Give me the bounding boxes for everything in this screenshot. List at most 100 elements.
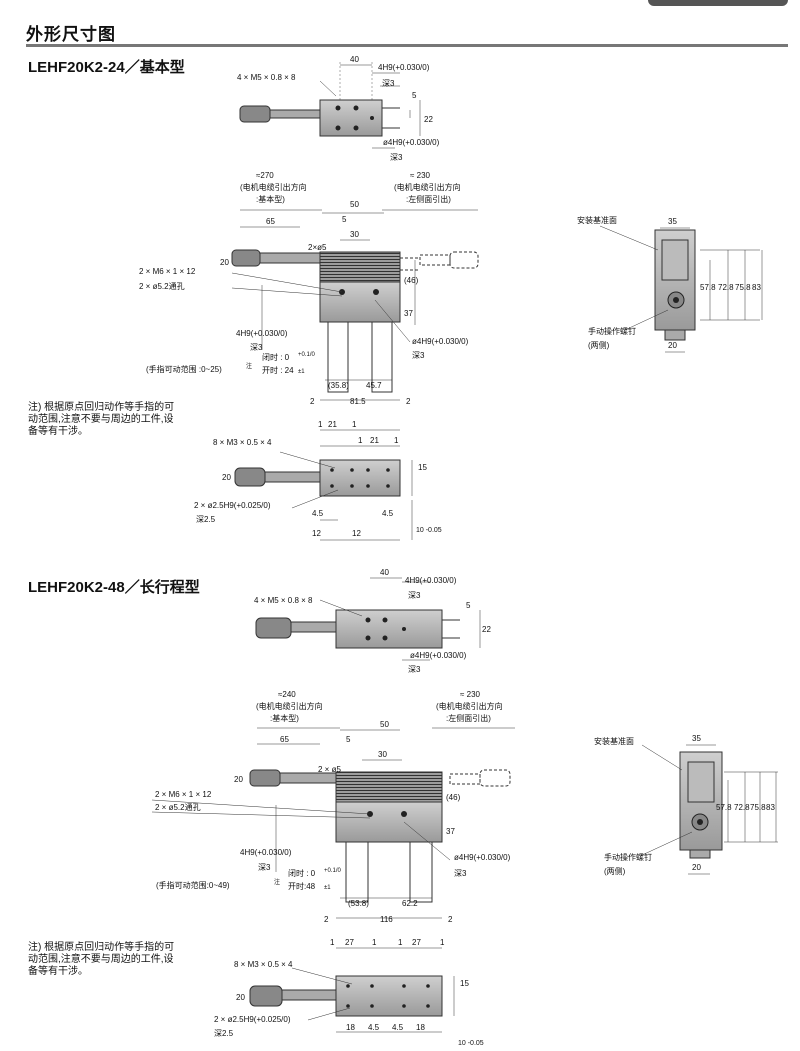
dim-5: 5 [342, 215, 347, 224]
dim-35: 35 [692, 734, 701, 743]
dim-50: 50 [380, 720, 389, 729]
title-rule [26, 44, 788, 47]
dim-phi4: ø4H9(+0.030/0) [454, 853, 511, 862]
label-base: 安装基准面 [577, 215, 617, 225]
dim-4h9: 4H9(+0.030/0) [378, 63, 430, 72]
dim-20: 20 [222, 473, 231, 482]
dim-37: 37 [404, 309, 413, 318]
dim-728: 72.8 [718, 283, 734, 292]
open-tol: ±1 [324, 885, 331, 891]
dim-20: 20 [220, 258, 229, 267]
bottom-view-24: 8 × M3 × 0.5 × 4 1 21 1 1 21 1 20 15 2 ×… [194, 420, 442, 541]
dim-27a: 27 [345, 938, 354, 947]
cable-left-note1: (电机电缆引出方向 [240, 182, 307, 192]
side-view-48: 安装基准面 35 57.8 72.8 75.8 83 手动操作螺钉 (两侧) 2… [594, 734, 778, 876]
cable-right: ≈ 230 [460, 690, 481, 699]
dim-2r: 2 [448, 915, 453, 924]
dim-46: (46) [446, 793, 461, 802]
dim-45: 4.5 [312, 509, 324, 518]
bottom-view-48: 8 × M3 × 0.5 × 4 1 27 1 1 27 1 20 15 2 ×… [214, 938, 484, 1047]
dim-578: 57.8 [700, 283, 716, 292]
closed: 闭时 : 0 [288, 868, 316, 878]
dim-358: (35.8) [328, 381, 349, 390]
note-48: 注) 根据原点回归动作等手指的可动范围,注意不要与周边的工件,设备等有干涉。 [28, 942, 175, 977]
dim-2phi5: 2 × ø5 [318, 765, 341, 774]
page-title: 外形尺寸图 [26, 25, 116, 44]
front-view-48: ≈240 (电机电缆引出方向 :基本型) ≈ 230 (电机电缆引出方向 :左侧… [151, 690, 515, 924]
dim-27b: 27 [412, 938, 421, 947]
dim-m3: 8 × M3 × 0.5 × 4 [213, 438, 272, 447]
model-name: LEHF20K2-48 [28, 579, 125, 596]
dim-10: 10 -0.05 [416, 527, 442, 534]
dim-1d: 1 [440, 938, 445, 947]
dim-578: 57.8 [716, 803, 732, 812]
dim-83: 83 [766, 803, 775, 812]
dim-40: 40 [380, 568, 389, 577]
closed-tol: +0.1/0 [324, 868, 342, 874]
dim-1c: 1 [398, 938, 403, 947]
note-24: 注) 根据原点回归动作等手指的可动范围,注意不要与周边的工件,设备等有干涉。 [28, 402, 175, 437]
open-tol: ±1 [298, 369, 305, 375]
dim-728: 72.8 [734, 803, 750, 812]
dim-46: (46) [404, 276, 419, 285]
open: 开时 : 24 [262, 365, 294, 375]
dim-758: 75.8 [750, 803, 766, 812]
dim-deep3v: 深3 [258, 863, 271, 872]
front-view-24: ≈270 (电机电缆引出方向 :基本型) ≈ 230 (电机电缆引出方向 :左侧… [139, 171, 479, 406]
dim-deep3v: 深3 [250, 343, 263, 352]
screw-label: 手动操作螺钉 [604, 852, 652, 862]
dim-45b: 4.5 [392, 1023, 404, 1032]
dim-deep3b: 深3 [408, 665, 421, 674]
top-view-48: 40 4 × M5 × 0.8 × 8 4H9(+0.030/0) 深3 5 2… [254, 568, 491, 674]
dim-4h9v: 4H9(+0.030/0) [240, 848, 292, 857]
dim-tap: 4 × M5 × 0.8 × 8 [237, 73, 296, 82]
section-title-48: LEHF20K2-48／长行程型 [28, 576, 200, 597]
dim-45a: 4.5 [368, 1023, 380, 1032]
dim-phi25: 2 × ø2.5H9(+0.025/0) [214, 1015, 291, 1024]
corner-tab [648, 0, 788, 6]
dim-2phi5: 2×ø5 [308, 243, 327, 252]
dim-30: 30 [350, 230, 359, 239]
cable-left: ≈270 [256, 171, 274, 180]
dim-5: 5 [346, 735, 351, 744]
dim-1d: 1 [394, 436, 399, 445]
dim-758: 75.8 [735, 283, 751, 292]
dim-83: 83 [752, 283, 761, 292]
cable-right: ≈ 230 [410, 171, 431, 180]
dim-45b: 4.5 [382, 509, 394, 518]
dim-1b: 1 [352, 420, 357, 429]
dim-2r: 2 [406, 397, 411, 406]
dim-30: 30 [378, 750, 387, 759]
cable-right-note1: (电机电缆引出方向 [436, 701, 503, 711]
dim-20: 20 [668, 341, 677, 350]
dim-20: 20 [236, 993, 245, 1002]
dim-phi52: 2 × ø5.2通孔 [139, 281, 185, 291]
top-view-24: 40 4 × M5 × 0.8 × 8 4H9(+0.030/0) 深3 5 2… [237, 55, 440, 162]
dim-622: 62.2 [402, 899, 418, 908]
dim-1b: 1 [372, 938, 377, 947]
dim-1a: 1 [318, 420, 323, 429]
dim-21b: 21 [370, 436, 379, 445]
closed: 闭时 : 0 [262, 352, 290, 362]
dim-2l: 2 [310, 397, 315, 406]
cable-left-note2: :基本型) [256, 194, 285, 204]
cable-left-note1: (电机电缆引出方向 [256, 701, 323, 711]
dim-deep3: 深3 [454, 869, 467, 878]
dim-50: 50 [350, 200, 359, 209]
dim-deep3: 深3 [408, 591, 421, 600]
model-type: ／基本型 [124, 59, 185, 76]
dim-phi4: ø4H9(+0.030/0) [412, 337, 469, 346]
dim-22: 22 [482, 625, 491, 634]
dim-65: 65 [266, 217, 275, 226]
dim-15: 15 [418, 463, 427, 472]
dim-5: 5 [466, 601, 471, 610]
dim-4h9: 4H9(+0.030/0) [405, 576, 457, 585]
section-title-24: LEHF20K2-24／基本型 [28, 56, 185, 77]
dim-815: 81.5 [350, 397, 366, 406]
dim-35: 35 [668, 217, 677, 226]
closed-tol: +0.1/0 [298, 352, 316, 358]
dim-15: 15 [460, 979, 469, 988]
label-base: 安装基准面 [594, 736, 634, 746]
dim-457: 45.7 [366, 381, 382, 390]
